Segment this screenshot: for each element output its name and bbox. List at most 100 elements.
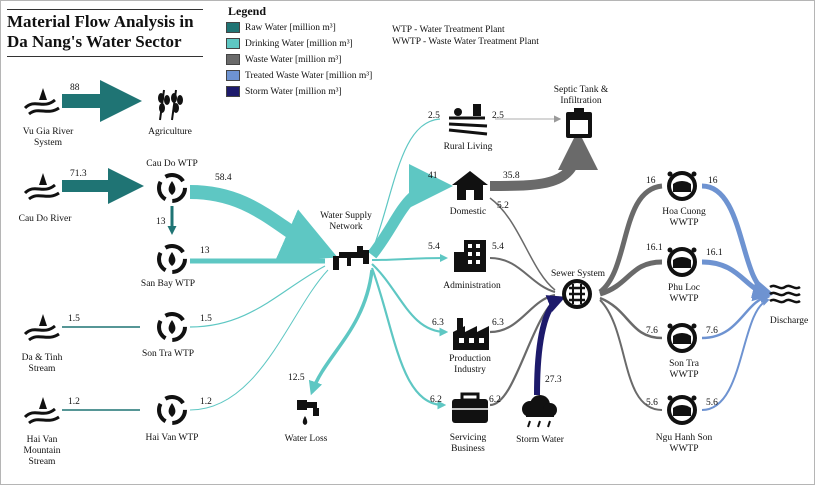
septic-tank-icon [566, 108, 592, 138]
label-haivan-1: Hai Van [27, 435, 58, 445]
value-waterloss: 12.5 [288, 373, 305, 383]
value-rural-in: 2.5 [428, 111, 440, 121]
flow-sewer-phuloc [599, 259, 663, 297]
abbr-wwtp: WWTP - Waste Water Treatment Plant [392, 37, 539, 47]
label-domestic: Domestic [450, 207, 486, 217]
diagram-title: Material Flow Analysis in Da Nang's Wate… [7, 12, 194, 52]
legend-label: Drinking Water [million m³] [245, 38, 353, 49]
label-septic-2: Infiltration [560, 95, 601, 106]
label-rural: Rural Living [444, 142, 493, 152]
label-agriculture: Agriculture [148, 127, 192, 137]
house-icon [452, 171, 488, 200]
flow-sewer-hoacuong [598, 183, 663, 295]
legend-raw-water: Raw Water [million m³] [226, 21, 336, 34]
value-vugia-agri: 88 [70, 83, 80, 93]
legend-label: Storm Water [million m³] [245, 86, 342, 97]
value-prod-in: 6.3 [432, 318, 444, 328]
legend-swatch [226, 70, 240, 81]
wtp-icon-caudo [157, 173, 187, 203]
building-icon [454, 240, 486, 272]
briefcase-icon [452, 392, 488, 423]
legend-title: Legend [228, 4, 267, 18]
label-ngu-1: Ngu Hanh Son [656, 433, 713, 443]
flow-caudo-wsn [189, 185, 338, 261]
water-loss-icon [297, 400, 319, 425]
flow-sewer-ngu [599, 299, 663, 411]
wtp-icon-haivan [157, 395, 187, 425]
label-production-2: Industry [454, 365, 486, 375]
flow-wsn-admin [371, 254, 448, 263]
value-domestic-septic: 35.8 [503, 171, 520, 181]
wtp-icon-sanbay [157, 244, 187, 274]
title-line-1: Material Flow Analysis in [7, 12, 194, 31]
label-vugia-2: System [34, 138, 63, 148]
legend-label: Waste Water [million m³] [245, 54, 342, 65]
value-ngu-out: 5.6 [706, 398, 718, 408]
rural-icon [448, 104, 488, 136]
value-haivan-in: 1.2 [68, 397, 80, 407]
flow-admin-sewer [489, 257, 556, 293]
label-haivan-3: Stream [29, 457, 57, 467]
wwtp-icon-phuloc [667, 247, 697, 277]
label-hoacuong-2: WWTP [669, 218, 698, 228]
waves-icon [769, 284, 801, 304]
river-icon-haivan [23, 397, 60, 425]
value-phuloc-out: 16.1 [706, 248, 723, 258]
flow-wsn-waterloss [308, 269, 374, 396]
value-caudo-wsn: 58.4 [215, 173, 232, 183]
legend-label: Treated Waste Water [million m³] [245, 70, 373, 81]
label-datinh-2: Stream [29, 364, 57, 374]
value-admin-in: 5.4 [428, 242, 440, 252]
value-storm: 27.3 [545, 375, 562, 385]
river-icon-datinh [23, 314, 60, 342]
value-domestic-in: 41 [428, 171, 438, 181]
abbr-wtp: WTP - Water Treatment Plant [392, 25, 505, 35]
legend-treated-waste-water: Treated Waste Water [million m³] [226, 69, 372, 82]
label-sontra-wwtp-1: Son Tra [669, 359, 700, 369]
label-admin: Administration [443, 281, 501, 291]
label-production-1: Production [449, 354, 491, 364]
label-hoacuong-1: Hoa Cuong [662, 207, 706, 217]
value-sontra-wwtp-out: 7.6 [706, 326, 718, 336]
storm-cloud-icon [522, 395, 557, 428]
value-hoacuong-in: 16 [646, 176, 656, 186]
wheat-icon [158, 89, 183, 121]
legend-drinking-water: Drinking Water [million m³] [226, 37, 353, 50]
label-storm: Storm Water [516, 435, 565, 445]
value-datinh-in: 1.5 [68, 314, 80, 324]
label-sontra-wtp: Son Tra WTP [142, 349, 194, 359]
legend-waste-water: Waste Water [million m³] [226, 53, 341, 66]
legend-swatch [226, 22, 240, 33]
legend-storm-water: Storm Water [million m³] [226, 85, 342, 98]
label-sanbay: San Bay WTP [141, 279, 195, 289]
value-phuloc-in: 16.1 [646, 243, 663, 253]
label-caudo-wtp: Cau Do WTP [146, 159, 198, 169]
value-admin-out: 5.4 [492, 242, 504, 252]
value-prod-out: 6.3 [492, 318, 504, 328]
title-line-2: Da Nang's Water Sector [7, 32, 182, 51]
legend-label: Raw Water [million m³] [245, 22, 336, 33]
label-waterloss: Water Loss [285, 434, 328, 444]
value-serv-out: 6.2 [489, 395, 501, 405]
legend-swatch [226, 54, 240, 65]
value-haivan-out: 1.2 [200, 397, 212, 407]
label-sontra-wwtp-2: WWTP [669, 370, 698, 380]
flow-sontra-wsn [189, 265, 326, 328]
label-wsn-1: Water Supply [320, 211, 372, 221]
label-caudo-river: Cau Do River [19, 214, 73, 224]
legend-swatch [226, 38, 240, 49]
label-vugia-1: Vu Gia River [23, 127, 74, 137]
wwtp-icon-hoacuong [667, 171, 697, 201]
value-domestic-sewer: 5.2 [497, 201, 509, 211]
value-sontra-wwtp-in: 7.6 [646, 326, 658, 336]
factory-icon [453, 318, 489, 350]
title-rule-bottom [7, 56, 203, 57]
label-ngu-2: WWTP [669, 444, 698, 454]
wwtp-icon-sontra [667, 323, 697, 353]
legend-swatch [226, 86, 240, 97]
label-septic-1: Septic Tank & [554, 85, 609, 95]
wwtp-icon-ngu [667, 395, 697, 425]
flow-wsn-rural [371, 118, 441, 253]
value-sanbay-wsn: 13 [200, 246, 210, 256]
